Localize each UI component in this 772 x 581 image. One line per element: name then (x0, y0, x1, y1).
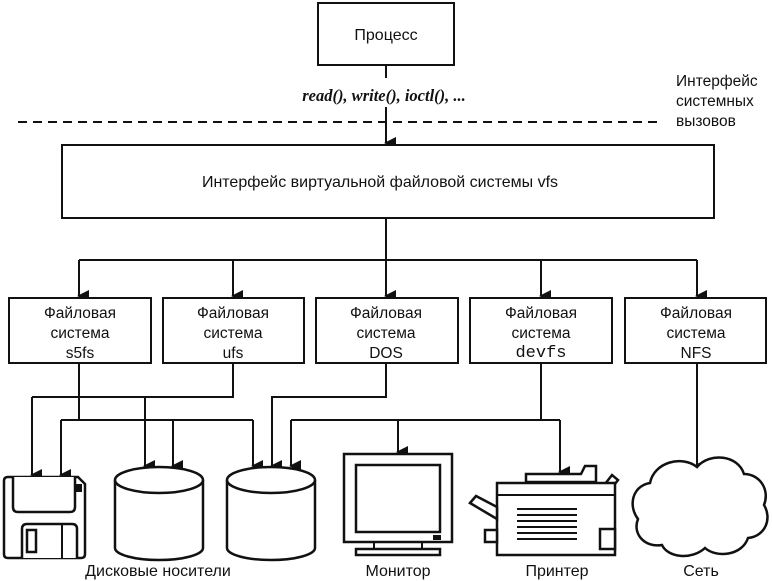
syscall-interface-line-3: вызовов (676, 113, 736, 130)
fs-name: NFS (681, 345, 712, 362)
fs-line-1: Файловая (350, 305, 422, 322)
fs-line-1: Файловая (197, 305, 269, 322)
fs-node-nfs: Файловая система NFS (624, 297, 767, 364)
hard-disk-icon (225, 465, 317, 562)
process-node: Процесс (317, 2, 455, 66)
fs-name: ufs (223, 345, 244, 362)
process-label: Процесс (354, 27, 417, 44)
fs-line-1: Файловая (505, 305, 577, 322)
process-box (317, 2, 455, 66)
syscalls-label: read(), write(), ioctl(), ... (302, 86, 466, 105)
printer-icon (468, 464, 620, 557)
fs-box (8, 297, 152, 364)
fs-node-dos: Файловая система DOS (315, 297, 459, 364)
printer-label: Принтер (525, 563, 588, 580)
fs-box (624, 297, 767, 364)
hard-disk-icon (113, 465, 205, 562)
vfs-box (61, 144, 715, 219)
s5fs-connections (59, 363, 263, 481)
cloud-network-icon (631, 456, 769, 558)
fs-name: s5fs (66, 345, 95, 362)
syscall-interface-label: Интерфейс системных вызовов (676, 73, 758, 130)
fs-node-devfs: Файловая система devfs (469, 297, 613, 364)
dos-to-disk2 (270, 363, 387, 472)
fs-line-1: Файловая (44, 305, 116, 322)
network-label: Сеть (683, 563, 719, 580)
dos-connections (270, 363, 387, 472)
ufs-connections (30, 363, 234, 481)
vfs-label: Интерфейс виртуальной файловой системы v… (202, 174, 558, 191)
fs-line-2: система (51, 325, 110, 342)
fs-box (162, 297, 305, 364)
vfs-node: Интерфейс виртуальной файловой системы v… (61, 144, 715, 219)
fs-node-ufs: Файловая система ufs (162, 297, 305, 364)
floppy-disk-icon (2, 475, 87, 560)
disks-label: Дисковые носители (85, 563, 231, 580)
fs-line-1: Файловая (660, 305, 732, 322)
fs-box (469, 297, 613, 364)
fs-name: devfs (515, 344, 566, 363)
syscall-interface-line-2: системных (676, 93, 754, 110)
monitor-label: Монитор (365, 563, 430, 580)
devfs-connections (289, 363, 570, 478)
fs-node-s5fs: Файловая система s5fs (8, 297, 152, 364)
monitor-icon (342, 452, 454, 557)
ufs-bus (32, 363, 234, 398)
fs-name: DOS (369, 345, 403, 362)
fs-box (315, 297, 459, 364)
syscall-interface-line-1: Интерфейс (676, 73, 758, 90)
fs-line-2: система (667, 325, 726, 342)
fs-line-2: система (357, 325, 416, 342)
fs-line-2: система (512, 325, 571, 342)
fs-line-2: система (204, 325, 263, 342)
